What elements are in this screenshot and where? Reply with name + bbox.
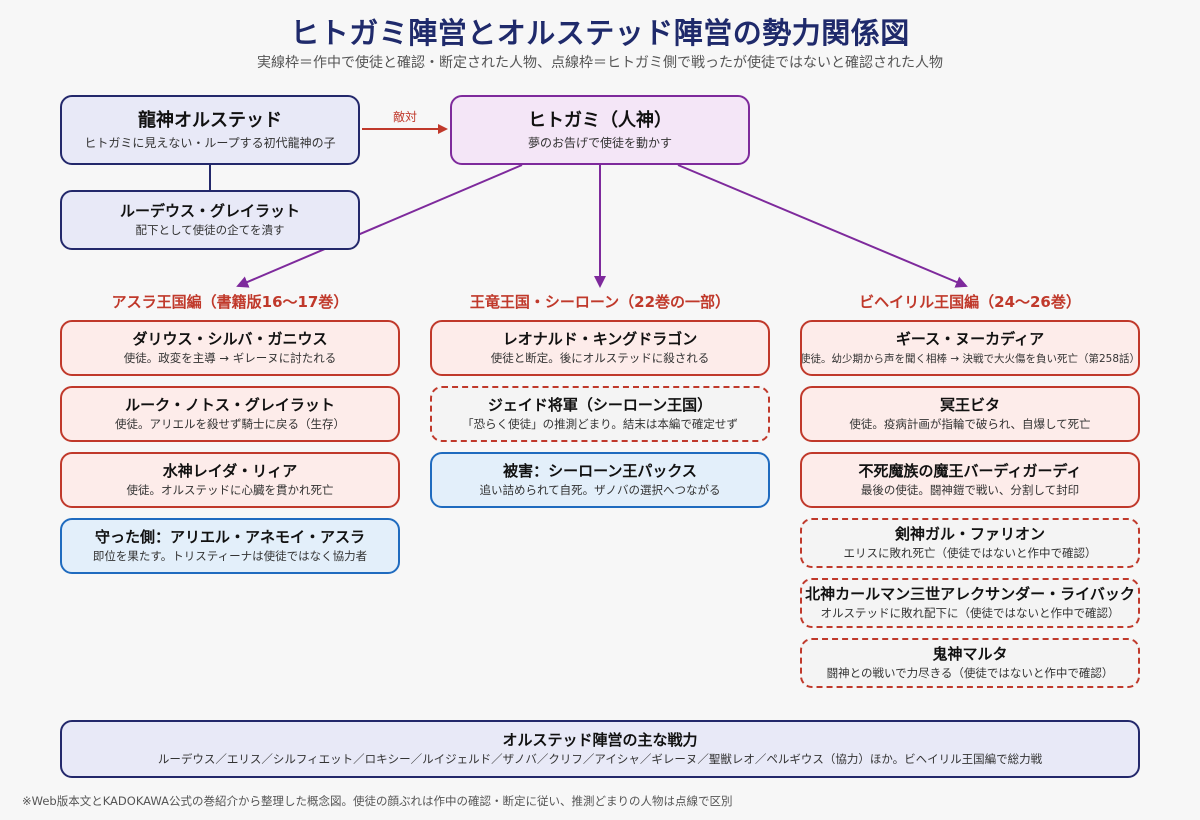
node-desc: 使徒。幼少期から声を聞く相棒 → 決戦で大火傷を負い死亡（第258話） [800, 353, 1140, 366]
node-name: オルステッド陣営の主な戦力 [502, 730, 698, 749]
node-alexander: 北神カールマン三世アレクサンダー・ライバック オルステッドに敗れ配下に（使徒では… [800, 578, 1140, 628]
node-desc: 追い詰められて自死。ザノバの選択へつながる [479, 483, 721, 498]
node-name: 剣神ガル・ファリオン [894, 524, 1045, 543]
node-name: 龍神オルステッド [138, 109, 282, 131]
node-name: 鬼神マルタ [932, 644, 1008, 663]
section-heading-biheiril: ビヘイリル王国編（24〜26巻） [859, 293, 1081, 311]
node-name: 被害：シーローン王パックス [503, 461, 697, 480]
section-heading-asura: アスラ王国編（書籍版16〜17巻） [111, 293, 349, 311]
node-desc: 即位を果たす。トリスティーナは使徒ではなく協力者 [92, 549, 368, 564]
node-gall: 剣神ガル・ファリオン エリスに敗れ死亡（使徒ではないと作中で確認） [800, 518, 1140, 568]
node-desc: 使徒。疫病計画が指輪で破られ、自爆して死亡 [849, 417, 1091, 432]
node-name: レオナルド・キングドラゴン [502, 329, 698, 348]
node-desc: オルステッドに敗れ配下に（使徒ではないと作中で確認） [820, 606, 1120, 621]
node-reida: 水神レイダ・リィア 使徒。オルステッドに心臓を貫かれ死亡 [60, 452, 400, 508]
node-jade: ジェイド将軍（シーローン王国） 「恐らく使徒」の推測どまり。結末は本編で確定せず [430, 386, 770, 442]
node-name: 守った側：アリエル・アネモイ・アスラ [94, 527, 365, 546]
node-hitogami: ヒトガミ（人神） 夢のお告げで使徒を動かす [450, 95, 750, 165]
node-desc: 夢のお告げで使徒を動かす [527, 136, 672, 151]
node-desc: 配下として使徒の企てを潰す [135, 223, 285, 238]
node-name: 水神レイダ・リィア [162, 461, 298, 480]
node-darius: ダリウス・シルバ・ガニウス 使徒。政変を主導 → ギレーヌに討たれる [60, 320, 400, 376]
page-subtitle: 実線枠＝作中で使徒と確認・断定された人物、点線枠＝ヒトガミ側で戦ったが使徒ではな… [257, 55, 943, 71]
node-pax: 被害：シーローン王パックス 追い詰められて自死。ザノバの選択へつながる [430, 452, 770, 508]
node-name: ヒトガミ（人神） [528, 109, 672, 131]
node-geese: ギース・ヌーカディア 使徒。幼少期から声を聞く相棒 → 決戦で大火傷を負い死亡（… [800, 320, 1140, 376]
node-desc: 使徒。オルステッドに心臓を貫かれ死亡 [126, 483, 334, 498]
footnote: ※Web版本文とKADOKAWA公式の巻紹介から整理した概念図。使徒の顔ぶれは作… [22, 794, 733, 808]
node-rudeus: ルーデウス・グレイラット 配下として使徒の企てを潰す [60, 190, 360, 250]
hitogami-to-biheiril-arrow [677, 164, 968, 288]
section-heading-shirone: 王竜王国・シーローン（22巻の一部） [469, 293, 731, 311]
node-desc: 使徒。政変を主導 → ギレーヌに討たれる [123, 351, 337, 366]
node-name: 北神カールマン三世アレクサンダー・ライバック [805, 584, 1135, 603]
node-leonardo: レオナルド・キングドラゴン 使徒と断定。後にオルステッドに殺される [430, 320, 770, 376]
node-desc: ヒトガミに見えない・ループする初代龍神の子 [84, 136, 336, 151]
node-ariel: 守った側：アリエル・アネモイ・アスラ 即位を果たす。トリスティーナは使徒ではなく… [60, 518, 400, 574]
node-badigadi: 不死魔族の魔王バーディガーディ 最後の使徒。闘神鎧で戦い、分割して封印 [800, 452, 1140, 508]
node-marta: 鬼神マルタ 闘神との戦いで力尽きる（使徒ではないと作中で確認） [800, 638, 1140, 688]
hostility-label: 敵対 [392, 110, 417, 124]
node-desc: 闘神との戦いで力尽きる（使徒ではないと作中で確認） [826, 666, 1114, 681]
page-title: ヒトガミ陣営とオルステッド陣営の勢力関係図 [290, 16, 910, 50]
hitogami-to-asura-arrow [236, 164, 523, 288]
node-name: ルーク・ノトス・グレイラット [125, 395, 335, 414]
node-luke: ルーク・ノトス・グレイラット 使徒。アリエルを殺せず騎士に戻る（生存） [60, 386, 400, 442]
node-name: ジェイド将軍（シーローン王国） [487, 395, 713, 414]
node-desc: 「恐らく使徒」の推測どまり。結末は本編で確定せず [462, 417, 738, 432]
node-name: 冥王ビタ [939, 395, 1000, 414]
node-name: 不死魔族の魔王バーディガーディ [858, 461, 1082, 480]
node-desc: エリスに敗れ死亡（使徒ではないと作中で確認） [843, 546, 1097, 561]
node-desc: ルーデウス／エリス／シルフィエット／ロキシー／ルイジェルド／ザノバ／クリフ／アイ… [157, 752, 1043, 767]
node-name: ルーデウス・グレイラット [119, 201, 300, 220]
node-orsted: 龍神オルステッド ヒトガミに見えない・ループする初代龍神の子 [60, 95, 360, 165]
node-desc: 使徒。アリエルを殺せず騎士に戻る（生存） [115, 417, 345, 432]
node-desc: 使徒と断定。後にオルステッドに殺される [490, 351, 710, 366]
node-desc: 最後の使徒。闘神鎧で戦い、分割して封印 [860, 483, 1080, 498]
node-orsted-forces: オルステッド陣営の主な戦力 ルーデウス／エリス／シルフィエット／ロキシー／ルイジ… [60, 720, 1140, 778]
node-name: ダリウス・シルバ・ガニウス [132, 329, 328, 348]
node-name: ギース・ヌーカディア [895, 330, 1045, 349]
node-vita: 冥王ビタ 使徒。疫病計画が指輪で破られ、自爆して死亡 [800, 386, 1140, 442]
